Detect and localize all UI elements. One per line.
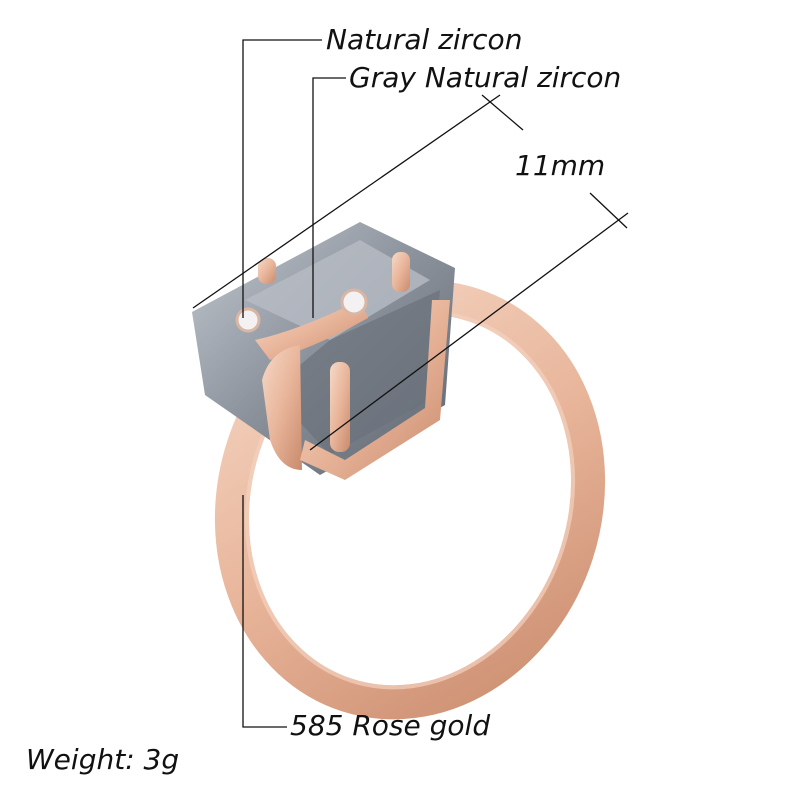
small-zircons xyxy=(235,288,368,333)
natural-zircon-label: Natural zircon xyxy=(326,23,523,56)
prong-setting xyxy=(255,252,450,480)
ring-band xyxy=(214,280,606,720)
weight-label: Weight: 3g xyxy=(26,743,180,776)
annotation-lines xyxy=(192,39,629,728)
gray-natural-zircon-label: Gray Natural zircon xyxy=(349,61,622,94)
size-label: 11mm xyxy=(515,149,606,182)
metal-label: 585 Rose gold xyxy=(290,709,491,742)
gray-zircon-stone xyxy=(192,222,455,475)
